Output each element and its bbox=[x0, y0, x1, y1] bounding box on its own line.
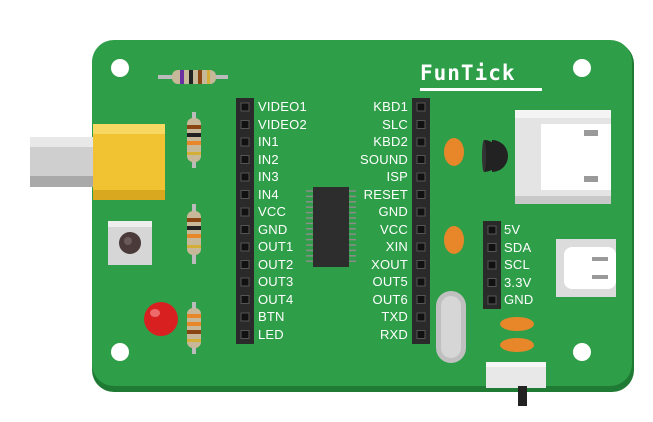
header-pin bbox=[416, 102, 426, 112]
middle-header-pin-label: RXD bbox=[379, 326, 408, 342]
header-pin bbox=[416, 260, 426, 269]
left-header-pin-label: GND bbox=[258, 221, 288, 237]
capacitor bbox=[444, 138, 464, 166]
header-pin bbox=[240, 330, 250, 339]
middle-header-pin-label: RESET bbox=[363, 186, 408, 202]
header-pin bbox=[487, 278, 497, 287]
header-pin bbox=[487, 225, 497, 235]
header-pin bbox=[416, 172, 426, 182]
right-header-pin-label: SCL bbox=[504, 257, 530, 272]
push-button bbox=[108, 221, 152, 265]
capacitor bbox=[500, 338, 534, 352]
left-header-pin-label: OUT4 bbox=[258, 291, 294, 307]
header-pin bbox=[487, 260, 497, 270]
header-pin bbox=[416, 312, 426, 322]
header-pin bbox=[487, 243, 497, 252]
middle-header-pin-label: VCC bbox=[379, 221, 408, 237]
header-pin bbox=[240, 225, 250, 234]
header-pin bbox=[240, 295, 250, 304]
header-pin bbox=[240, 260, 250, 269]
left-pin-header bbox=[236, 98, 254, 344]
usb-a-port bbox=[515, 110, 611, 204]
left-header-pin-label: BTN bbox=[258, 309, 285, 324]
header-pin bbox=[416, 277, 426, 287]
resistor-vertical-3 bbox=[187, 302, 201, 354]
header-pin bbox=[487, 295, 497, 305]
middle-header-pin-label: SLC bbox=[382, 116, 408, 132]
left-header-pin-label: VIDEO2 bbox=[258, 116, 307, 132]
left-header-pin-label: IN1 bbox=[258, 134, 279, 149]
capacitor bbox=[500, 317, 534, 331]
brand-underline bbox=[420, 88, 542, 91]
header-pin bbox=[416, 207, 426, 217]
header-pin bbox=[240, 102, 250, 112]
header-pin bbox=[416, 295, 426, 304]
slide-switch bbox=[486, 362, 546, 406]
right-pin-header bbox=[483, 221, 501, 309]
mounting-hole bbox=[111, 343, 129, 361]
right-header-pin-label: SDA bbox=[504, 239, 532, 255]
left-header-pin-label: IN4 bbox=[258, 186, 279, 202]
middle-header-pin-label: OUT6 bbox=[372, 291, 408, 307]
middle-header-pin-label: GND bbox=[378, 204, 408, 219]
left-header-pin-label: IN2 bbox=[258, 151, 279, 167]
header-pin bbox=[240, 120, 250, 129]
middle-header-pin-label: KBD1 bbox=[373, 99, 408, 114]
header-pin bbox=[416, 242, 426, 252]
left-header-pin-label: OUT2 bbox=[258, 256, 294, 272]
middle-header-pin-label: XOUT bbox=[371, 256, 408, 272]
left-header-pin-label: VIDEO1 bbox=[258, 99, 307, 114]
middle-header-pin-label: TXD bbox=[381, 309, 408, 324]
header-pin bbox=[240, 277, 250, 287]
left-header-pin-label: OUT1 bbox=[258, 239, 294, 254]
middle-header-pin-label: XIN bbox=[385, 239, 408, 254]
led bbox=[144, 302, 178, 336]
ic-chip bbox=[306, 187, 356, 267]
brand-logo-text: FunTick bbox=[420, 61, 516, 85]
right-header-pin-label: 3.3V bbox=[504, 274, 532, 290]
mounting-hole bbox=[573, 343, 591, 361]
mounting-hole bbox=[111, 59, 129, 77]
header-pin bbox=[240, 172, 250, 182]
mounting-holes bbox=[111, 59, 591, 361]
header-pin bbox=[416, 330, 426, 339]
middle-header-pin-label: SOUND bbox=[360, 151, 408, 167]
header-pin bbox=[240, 312, 250, 322]
left-header-pin-label: VCC bbox=[258, 204, 287, 219]
header-pin bbox=[416, 137, 426, 147]
header-pin bbox=[416, 225, 426, 234]
middle-header-pin-label: KBD2 bbox=[373, 134, 408, 149]
left-header-pin-label: IN3 bbox=[258, 169, 279, 184]
transistor bbox=[482, 140, 508, 172]
rca-jack-body bbox=[93, 124, 165, 200]
header-pin bbox=[416, 120, 426, 129]
header-pin bbox=[416, 190, 426, 199]
crystal-oscillator bbox=[436, 291, 466, 363]
header-pin bbox=[240, 155, 250, 164]
right-header-pin-label: 5V bbox=[504, 222, 521, 237]
mounting-hole bbox=[573, 59, 591, 77]
right-header-pin-label: GND bbox=[504, 292, 534, 307]
header-pin bbox=[416, 155, 426, 164]
capacitors bbox=[444, 138, 534, 352]
header-pin bbox=[240, 137, 250, 147]
middle-header-pin-label: OUT5 bbox=[372, 274, 408, 289]
middle-header-pin-label: ISP bbox=[386, 169, 408, 184]
right-header-labels: 5V SDA SCL 3.3V GND bbox=[504, 221, 534, 309]
micro-usb-port bbox=[556, 239, 616, 297]
middle-pin-header bbox=[412, 98, 430, 344]
capacitor bbox=[444, 226, 464, 254]
resistor-horizontal bbox=[158, 70, 228, 84]
left-header-pin-label: OUT3 bbox=[258, 274, 294, 289]
left-header-pin-label: LED bbox=[258, 326, 284, 342]
rca-jack bbox=[30, 124, 165, 200]
header-pin bbox=[240, 190, 250, 199]
resistor-vertical-1 bbox=[187, 112, 201, 168]
header-pin bbox=[240, 207, 250, 217]
header-pin bbox=[240, 242, 250, 252]
resistor-vertical-2 bbox=[187, 204, 201, 264]
